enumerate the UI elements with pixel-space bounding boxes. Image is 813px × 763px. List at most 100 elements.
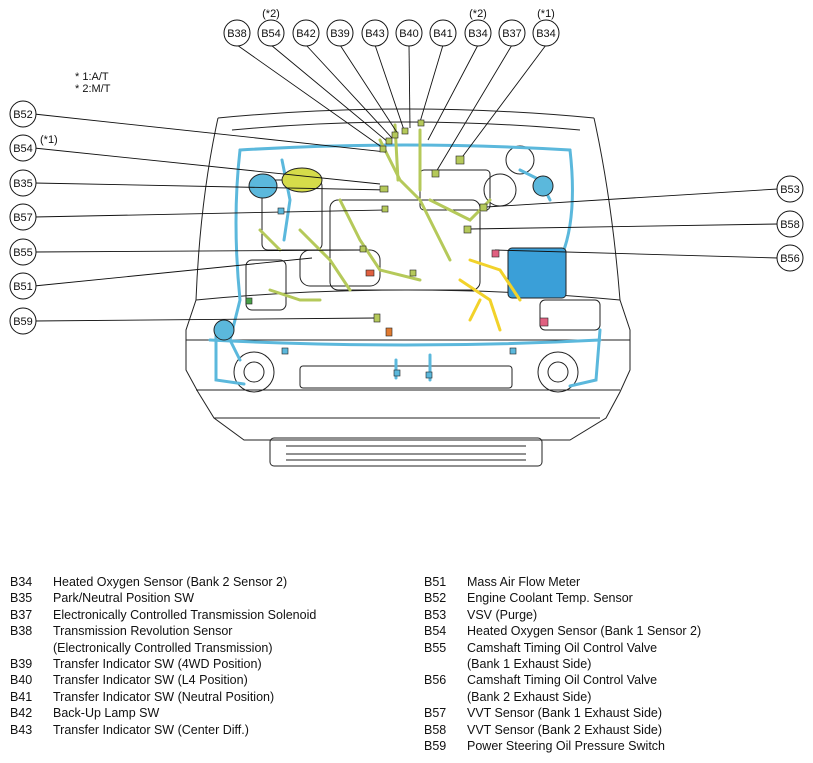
green-canister <box>281 167 323 193</box>
legend-description-continued: (Bank 2 Exhaust Side) <box>467 689 592 704</box>
blue-canister <box>248 173 278 199</box>
blue-vsv <box>532 175 554 197</box>
legend-item: B43 Transfer Indicator SW (Center Diff.) <box>10 722 316 738</box>
blue-grommet <box>213 319 235 341</box>
callout-b53: B53 <box>776 175 804 203</box>
legend-item: B39 Transfer Indicator SW (4WD Position) <box>10 656 316 672</box>
note-mt: * 2:M/T <box>75 83 111 95</box>
legend-description: VVT Sensor (Bank 1 Exhaust Side) <box>467 706 663 721</box>
legend-description: Electronically Controlled Transmission S… <box>53 607 317 622</box>
svg-text:B57: B57 <box>13 212 33 224</box>
blue-fuse-block <box>507 247 567 299</box>
callout-b59: B59 <box>9 307 37 335</box>
callout-b52: B52 <box>9 100 37 128</box>
svg-text:B52: B52 <box>13 109 33 121</box>
svg-text:(*2): (*2) <box>262 8 280 20</box>
svg-text:B40: B40 <box>399 28 419 40</box>
svg-text:B55: B55 <box>13 247 33 259</box>
svg-text:B54: B54 <box>13 143 33 155</box>
svg-text:(*1): (*1) <box>40 134 58 146</box>
callout-b57: B57 <box>9 203 37 231</box>
legend-code: B43 <box>10 722 33 737</box>
callout-b42: B42 <box>292 19 320 47</box>
legend-description: Mass Air Flow Meter <box>467 575 581 589</box>
callout-b56: B56 <box>776 244 804 272</box>
yellow-harness <box>458 258 522 332</box>
svg-text:B34: B34 <box>536 28 556 40</box>
callout-b37: B37 <box>498 19 526 47</box>
legend-code: B35 <box>10 591 33 606</box>
legend-item: B58 VVT Sensor (Bank 2 Exhaust Side) <box>424 722 701 738</box>
legend-description: Heated Oxygen Sensor (Bank 1 Sensor 2) <box>467 624 702 639</box>
legend-description: Park/Neutral Position SW <box>53 591 195 606</box>
svg-text:B53: B53 <box>780 184 800 196</box>
legend-description: Transmission Revolution Sensor <box>53 624 233 639</box>
callout-b34-b: (*1) B34 <box>532 8 560 47</box>
svg-text:B54: B54 <box>261 28 281 40</box>
svg-text:B43: B43 <box>365 28 385 40</box>
legend-code: B41 <box>10 689 33 704</box>
legend-description: Transfer Indicator SW (4WD Position) <box>53 657 262 672</box>
connectors <box>245 119 549 379</box>
callout-b35: B35 <box>9 169 37 197</box>
legend-description: VSV (Purge) <box>467 607 538 622</box>
legend-item: B53 VSV (Purge) <box>424 607 701 623</box>
legend-code: B53 <box>424 607 447 622</box>
legend-code: B52 <box>424 591 447 606</box>
callout-b51: B51 <box>9 272 37 300</box>
legend-description: Back-Up Lamp SW <box>53 706 160 721</box>
legend-code: B37 <box>10 607 33 622</box>
callout-b39: B39 <box>326 19 354 47</box>
legend-item: B52 Engine Coolant Temp. Sensor <box>424 590 701 606</box>
legend-description: Power Steering Oil Pressure Switch <box>467 739 665 754</box>
legend-description: Transfer Indicator SW (Center Diff.) <box>53 722 249 737</box>
legend-left: B34 Heated Oxygen Sensor (Bank 2 Sensor 2… <box>10 574 316 738</box>
svg-text:B35: B35 <box>13 178 33 190</box>
svg-text:B37: B37 <box>502 28 522 40</box>
legend-description: Heated Oxygen Sensor (Bank 2 Sensor 2) <box>53 575 288 589</box>
legend-code: B57 <box>424 706 447 721</box>
callout-b58: B58 <box>776 210 804 238</box>
svg-text:B51: B51 <box>13 281 33 293</box>
legend-description: Transfer Indicator SW (Neutral Position) <box>53 689 275 704</box>
legend-item: B41 Transfer Indicator SW (Neutral Positi… <box>10 689 316 705</box>
legend-description: Engine Coolant Temp. Sensor <box>467 591 633 606</box>
legend-code: B56 <box>424 673 447 688</box>
legend-description: VVT Sensor (Bank 2 Exhaust Side) <box>467 722 663 737</box>
legend-item: B37 Electronically Controlled Transmissio… <box>10 607 316 623</box>
svg-text:(*1): (*1) <box>537 8 555 20</box>
svg-text:B58: B58 <box>780 219 800 231</box>
legend-code: B39 <box>10 657 33 672</box>
legend-description: Camshaft Timing Oil Control Valve <box>467 673 658 688</box>
legend-item: B35 Park/Neutral Position SW <box>10 590 316 606</box>
legend-code: B42 <box>10 706 33 721</box>
legend-description-continued: (Electronically Controlled Transmission) <box>53 640 273 655</box>
legend-code: B34 <box>10 575 33 589</box>
svg-text:B38: B38 <box>227 28 247 40</box>
svg-text:(*2): (*2) <box>469 8 487 20</box>
callout-b55: B55 <box>9 238 37 266</box>
legend-item: B57 VVT Sensor (Bank 1 Exhaust Side) <box>424 705 701 721</box>
callouts-top: B38 (*2)B54 B42 B39 B43 B40 B41 (*2)B34 … <box>223 8 560 47</box>
legend-item: B34 Heated Oxygen Sensor (Bank 2 Sensor 2… <box>10 574 316 590</box>
legend-code: B58 <box>424 722 447 737</box>
note-at: * 1:A/T <box>75 71 109 83</box>
callout-b54-left: (*1) B54 <box>9 134 58 162</box>
legend-code: B40 <box>10 673 33 688</box>
legend-description: Camshaft Timing Oil Control Valve <box>467 640 658 655</box>
svg-text:B34: B34 <box>468 28 488 40</box>
callouts-right: B53 B58 B56 <box>776 175 804 272</box>
legend-code: B54 <box>424 624 447 639</box>
svg-text:B42: B42 <box>296 28 316 40</box>
notes-block: * 1:A/T * 2:M/T <box>75 71 110 95</box>
callout-b41: B41 <box>429 19 457 47</box>
callout-b34-a: (*2) B34 <box>464 8 492 47</box>
vehicle-outline <box>185 108 631 467</box>
callout-b43: B43 <box>361 19 389 47</box>
svg-text:B39: B39 <box>330 28 350 40</box>
callout-b38: B38 <box>223 19 251 47</box>
